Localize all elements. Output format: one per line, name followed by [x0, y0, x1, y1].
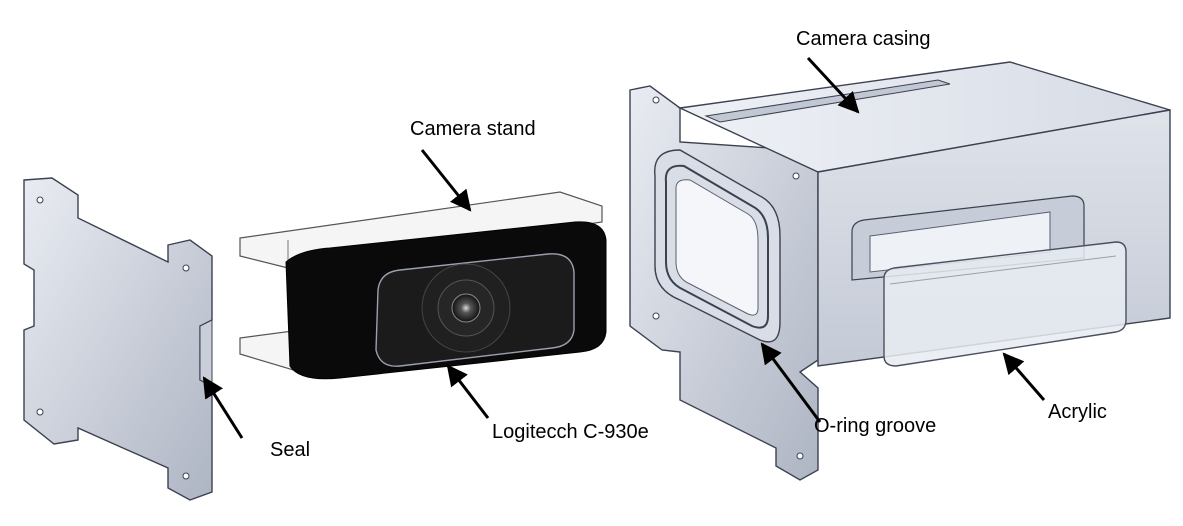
webcam-lens: [451, 293, 481, 323]
seal-bolt-hole: [182, 264, 190, 272]
oring-groove: [664, 164, 769, 329]
seal-bolt-hole: [182, 472, 190, 480]
casing-bolt-hole: [652, 96, 660, 104]
label-acrylic: Acrylic: [1048, 401, 1107, 423]
webcam: [285, 221, 607, 380]
label-camera-stand: Camera stand: [410, 118, 536, 140]
casing-interior: [675, 179, 759, 316]
seal-plate-body: [23, 177, 213, 501]
acrylic-pane: [883, 241, 1127, 367]
arrow-camera-stand: [420, 149, 472, 212]
seal-bolt-hole: [36, 196, 44, 204]
label-seal: Seal: [270, 439, 310, 461]
acrylic-window: [883, 241, 1127, 367]
arrow-acrylic: [1002, 352, 1046, 401]
arrow-webcam: [446, 364, 490, 419]
arrow-camera-casing: [806, 56, 860, 114]
casing-bolt-hole: [796, 452, 804, 460]
callout-arrows: [202, 56, 1046, 439]
callout-labels: Camera casing Camera stand Seal Logitecc…: [270, 28, 1107, 461]
label-webcam: Logitecch C-930e: [492, 421, 649, 443]
casing-bolt-hole: [652, 312, 660, 320]
acrylic-pane-edge: [889, 255, 1117, 285]
casing-bolt-hole: [792, 172, 800, 180]
label-oring-groove: O-ring groove: [814, 415, 936, 437]
casing-top-slot: [704, 79, 951, 123]
seal-bolt-hole: [36, 408, 44, 416]
arrow-oring-groove: [760, 342, 822, 423]
seal-plate: [23, 177, 213, 501]
seal-plate-edge: [199, 319, 213, 387]
arrow-seal: [202, 376, 244, 439]
label-camera-casing: Camera casing: [796, 28, 931, 50]
